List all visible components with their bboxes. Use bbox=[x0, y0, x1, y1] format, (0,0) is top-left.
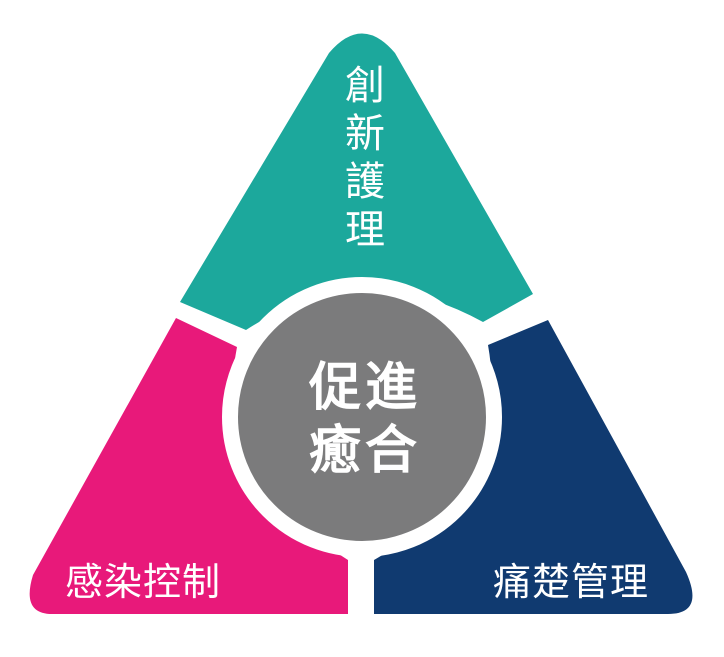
label-infection-control: 感染控制 bbox=[65, 560, 222, 604]
label-innovative-nursing: 創新護理 bbox=[338, 64, 384, 256]
center-title-line-2: 癒合 bbox=[308, 421, 421, 481]
segment-top bbox=[180, 33, 533, 330]
center-title-line-1: 促進 bbox=[308, 358, 421, 418]
segment-right bbox=[374, 320, 693, 614]
label-pain-management: 痛楚管理 bbox=[493, 560, 650, 604]
center-circle bbox=[222, 277, 502, 557]
segment-left bbox=[29, 318, 349, 614]
